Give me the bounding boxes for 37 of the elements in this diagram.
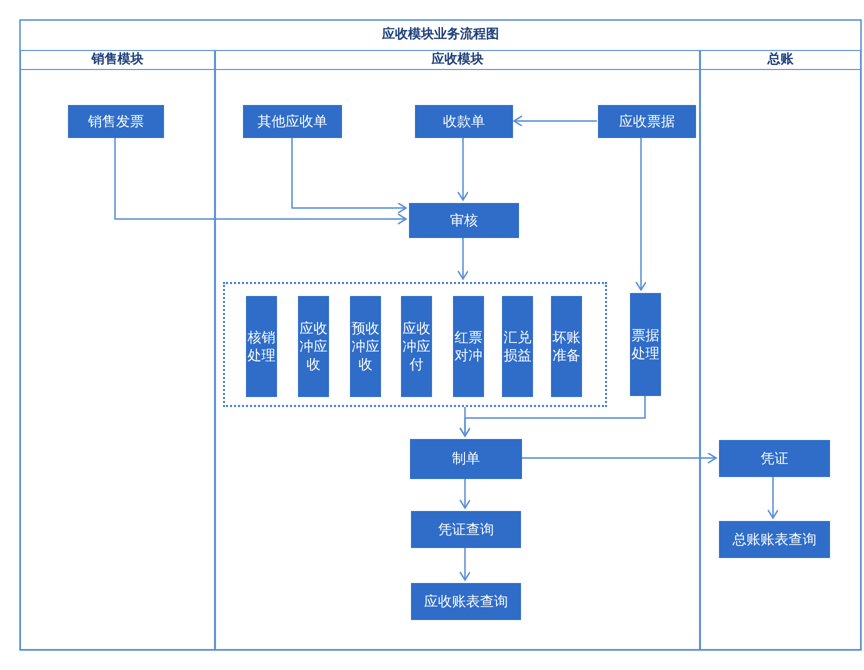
process-box: 核销处理 xyxy=(246,296,277,397)
process-box: 汇兑损益 xyxy=(502,296,533,397)
arrow xyxy=(459,395,646,437)
swimlane xyxy=(20,50,215,650)
arrow xyxy=(457,237,469,280)
arrow xyxy=(457,137,469,201)
arrow xyxy=(291,137,407,214)
arrow xyxy=(521,452,717,464)
lane-heading: 销售模块 xyxy=(21,51,214,70)
arrow xyxy=(767,476,779,519)
process-box: 凭证查询 xyxy=(411,511,521,548)
arrow xyxy=(635,137,647,291)
arrow xyxy=(114,137,407,225)
arrow xyxy=(513,115,597,127)
title: 应收模块业务流程图 xyxy=(380,26,500,44)
process-box: 总账账表查询 xyxy=(719,521,830,558)
process-box: 红票对冲 xyxy=(453,296,484,397)
process-box: 应收冲应收 xyxy=(298,296,329,397)
process-box: 收款单 xyxy=(415,105,513,138)
process-box: 应收票据 xyxy=(598,105,696,138)
lane-heading: 应收模块 xyxy=(216,51,699,70)
group-box xyxy=(223,282,607,407)
swimlane xyxy=(700,50,861,650)
process-box: 制单 xyxy=(410,439,522,479)
process-box: 坏账准备 xyxy=(551,296,582,397)
process-box: 票据处理 xyxy=(630,293,661,396)
process-box: 销售发票 xyxy=(68,105,164,138)
swimlane xyxy=(215,50,700,650)
arrow xyxy=(459,478,471,509)
arrow xyxy=(459,547,471,581)
process-box: 审核 xyxy=(409,203,519,238)
process-box: 凭证 xyxy=(719,440,830,477)
process-box: 应收冲应付 xyxy=(401,296,432,397)
process-box: 应收账表查询 xyxy=(411,583,521,620)
process-box: 预收冲应收 xyxy=(350,296,381,397)
process-box: 其他应收单 xyxy=(243,105,342,138)
lane-heading: 总账 xyxy=(701,51,860,70)
